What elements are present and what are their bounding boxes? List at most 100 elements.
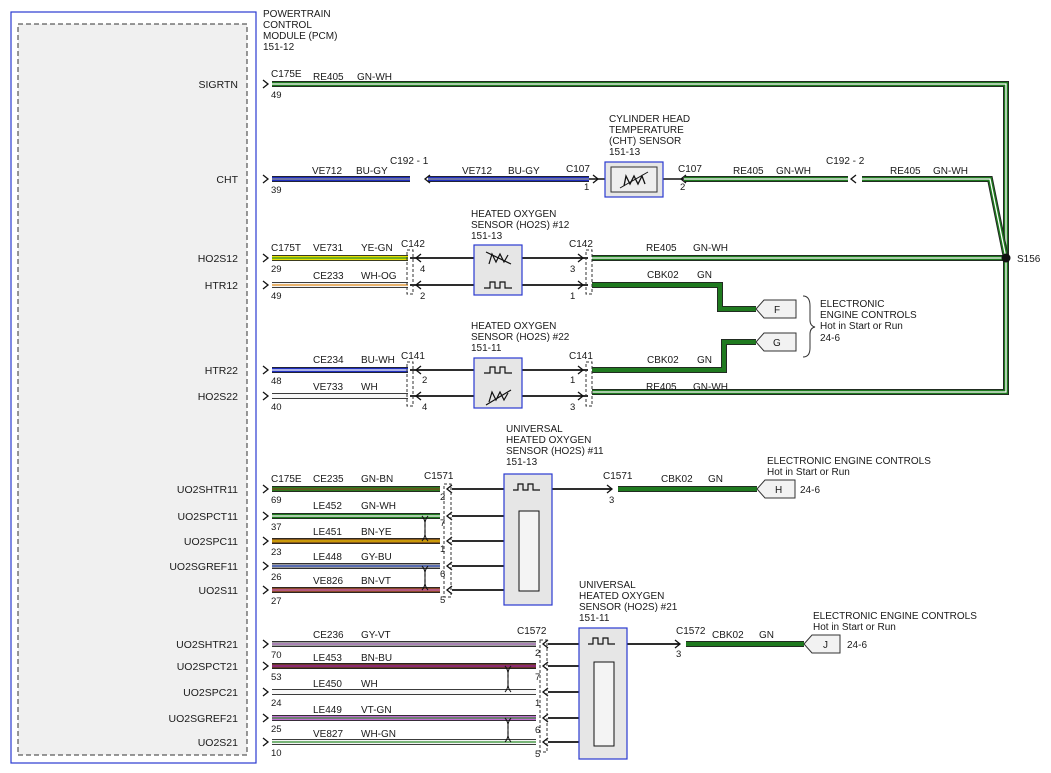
pin-c1572-5: 5 — [535, 749, 540, 760]
pcm-arrow-icon-uo2spct21 — [262, 661, 270, 671]
pin-c141-3: 3 — [570, 402, 575, 413]
connector-c142-a: C142 — [401, 239, 425, 250]
pcm-title-line-4: 151-12 — [263, 42, 295, 53]
pcm-connector-sigrtn: C175E — [271, 69, 302, 80]
eec-block-line-1: ELECTRONIC — [820, 299, 884, 310]
pcm-title-line-3: MODULE (PCM) — [263, 31, 337, 42]
pcm-module: POWERTRAIN CONTROL MODULE (PCM) 151-12 — [10, 9, 337, 764]
connector-arrow-c1572-3 — [674, 639, 682, 649]
wire-label-u21-r: CBK02 — [712, 630, 744, 641]
cht-sensor-label-4: 151-13 — [609, 147, 641, 158]
wire-layer — [272, 81, 1009, 747]
wire-color-htr22: BU-WH — [361, 355, 395, 366]
pin-c1571-3: 3 — [609, 495, 614, 506]
wire-color-uo2s21: WH-GN — [361, 729, 396, 740]
ref-tag-g[interactable]: G — [755, 332, 797, 352]
splice-s156-dot — [1001, 253, 1011, 263]
wire-cht-d-stripe — [862, 178, 1007, 259]
wire-label-ho2s22-r: RE405 — [646, 382, 677, 393]
pcm-pin-uo2spct11: 37 — [271, 522, 282, 533]
ref-tag-f-shape — [755, 299, 797, 319]
wire-label-sigrtn: RE405 — [313, 72, 344, 83]
pin-c142-2: 2 — [420, 291, 425, 302]
connector-arrow-c1571-3 — [606, 484, 614, 494]
connector-c141-a: C141 — [401, 351, 425, 362]
pcm-signal-uo2spct21: UO2SPCT21 — [177, 661, 238, 673]
wire-color-uo2shtr11: GN-BN — [361, 474, 393, 485]
wire-htr12-r-outline — [592, 282, 756, 312]
pcm-signal-uo2spct11: UO2SPCT11 — [178, 511, 239, 523]
pcm-signal-ho2s22: HO2S22 — [198, 391, 238, 403]
connector-c1571-a: C1571 — [424, 471, 454, 482]
wire-cht-d — [862, 176, 1009, 259]
connector-arrow-c1571-2 — [445, 536, 453, 546]
pin-c142-3: 3 — [570, 264, 575, 275]
uho2s11-label-2: HEATED OXYGEN — [506, 435, 591, 446]
wire-color-uo2shtr21: GY-VT — [361, 630, 391, 641]
pin-c1571-7: 7 — [440, 518, 445, 529]
pin-c141-1: 1 — [570, 375, 575, 386]
connector-c107-out: C107 — [678, 164, 702, 175]
pcm-arrow-icon-uo2sgref21 — [262, 713, 270, 723]
ho2s22-label-3: 151-11 — [471, 343, 502, 354]
connector-arrow-c1572-0 — [541, 639, 549, 649]
ho2s22-label-1: HEATED OXYGEN — [471, 321, 556, 332]
connector-arrow-c1571-3 — [445, 561, 453, 571]
eec-block-line-2: ENGINE CONTROLS — [820, 310, 917, 321]
wire-color-uo2spc21: WH — [361, 679, 378, 690]
pcm-arrow-icon-htr12 — [262, 280, 270, 290]
wire-color-cht-a: BU-GY — [356, 166, 388, 177]
pcm-signal-uo2spc11: UO2SPC11 — [184, 536, 238, 548]
pin-c142-1: 1 — [570, 291, 575, 302]
pcm-arrow-icon-uo2spc21 — [262, 687, 270, 697]
ref-tag-h-label: H — [775, 485, 782, 496]
connector-arrow-c1572-3 — [541, 713, 549, 723]
pcm-arrow-icon-htr22 — [262, 365, 270, 375]
pcm-signal-htr12: HTR12 — [205, 280, 238, 292]
ref-tag-f[interactable]: F — [755, 299, 797, 319]
twisted-pair-icon-u21-0 — [504, 665, 512, 693]
wire-label-uo2s21: VE827 — [313, 729, 343, 740]
wire-color-cht-d: GN-WH — [933, 166, 968, 177]
pcm-pin-htr22: 48 — [271, 376, 282, 387]
pcm-pin-uo2shtr11: 69 — [271, 495, 282, 506]
wire-color-htr22-r: GN — [697, 355, 712, 366]
ref-tag-h[interactable]: H — [756, 479, 796, 499]
connector-c1571-b: C1571 — [603, 471, 633, 482]
pcm-pin-rows: SIGRTN49C175ECHT39HO2S1229C175THTR1249HT… — [169, 69, 302, 759]
pin-c1571-1: 1 — [440, 544, 445, 555]
wire-color-uo2s11: BN-VT — [361, 576, 391, 587]
pcm-pin-htr12: 49 — [271, 291, 282, 302]
pcm-arrow-icon-ho2s22 — [262, 391, 270, 401]
eec-h-title: ELECTRONIC ENGINE CONTROLS — [767, 456, 931, 467]
pcm-pin-uo2sgref11: 26 — [271, 572, 282, 583]
eec-j-ref: 24-6 — [847, 640, 867, 651]
pcm-pin-uo2shtr21: 70 — [271, 650, 282, 661]
wire-label-uo2sgref21: LE449 — [313, 705, 342, 716]
pin-c1571-2: 2 — [440, 492, 445, 503]
wire-sigrtn-stripe — [272, 83, 1007, 393]
connector-arrow-c141-2 — [414, 365, 422, 375]
pcm-pin-uo2spct21: 53 — [271, 672, 282, 683]
twisted-pair-icon-u11-1 — [421, 565, 429, 591]
connector-c1572-b: C1572 — [676, 626, 706, 637]
connector-arrow-c1571-4 — [445, 585, 453, 595]
pcm-pin-uo2spc11: 23 — [271, 547, 282, 558]
wire-cht-d-outline — [862, 176, 1009, 259]
twisted-pair-icon-u21-1 — [504, 717, 512, 743]
connector-housing-0 — [585, 249, 593, 295]
pcm-signal-sigrtn: SIGRTN — [199, 79, 238, 91]
pcm-pin-uo2s11: 27 — [271, 596, 282, 607]
ho2s12-label-3: 151-13 — [471, 231, 503, 242]
connector-c1572-a: C1572 — [517, 626, 547, 637]
c1572-connector-housing — [539, 639, 548, 753]
ref-tag-j-label: J — [823, 640, 828, 651]
ref-tag-f-label: F — [774, 305, 780, 316]
ref-tag-j[interactable]: J — [803, 634, 841, 654]
wire-htr12-r — [592, 282, 756, 312]
wire-color-uo2sgref21: VT-GN — [361, 705, 392, 716]
pcm-arrow-icon-ho2s12 — [262, 253, 270, 263]
uho2s11-label-1: UNIVERSAL — [506, 424, 563, 435]
wire-label-uo2s11: VE826 — [313, 576, 343, 587]
ho2s22-sensor — [473, 357, 523, 409]
